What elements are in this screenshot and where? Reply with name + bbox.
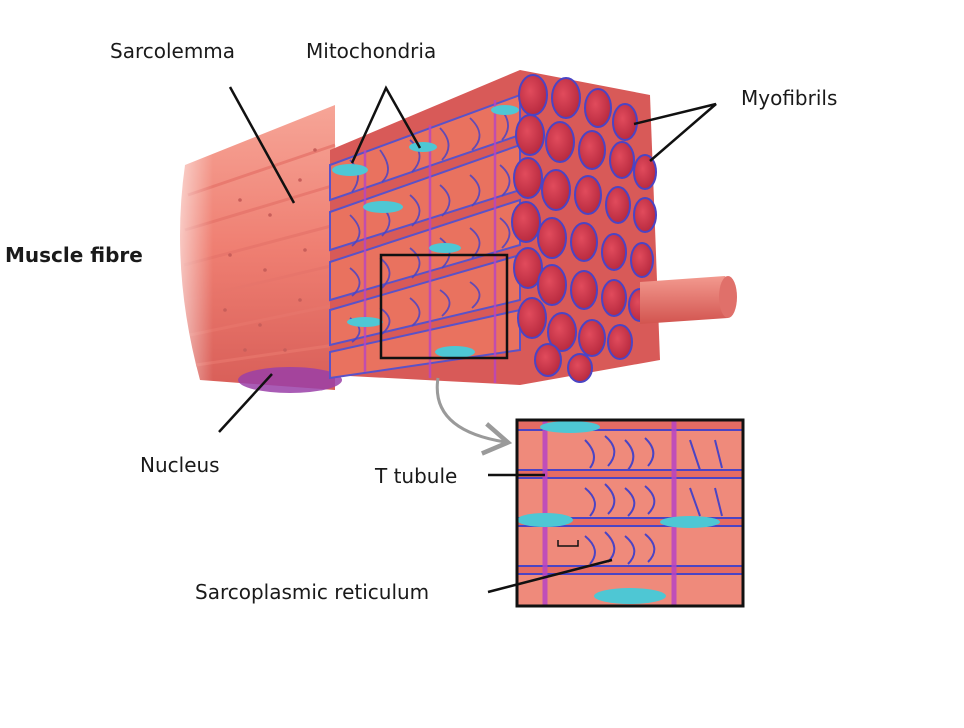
nucleus-leader (218, 373, 273, 433)
sarcolemma-body (150, 90, 342, 410)
label-mitochondria: Mitochondria (306, 39, 437, 63)
label-myofibrils: Myofibrils (741, 86, 838, 110)
mitochondria-leader (350, 85, 422, 164)
myofibril-bundle (329, 70, 737, 385)
label-nucleus: Nucleus (140, 453, 220, 477)
myofibrils-leader (633, 102, 717, 162)
label-muscle-fibre: Muscle fibre (5, 243, 143, 267)
zoom-source-box (379, 253, 509, 360)
reticulum-bracket (557, 540, 579, 547)
sarcoplasmic-reticulum-leader (487, 558, 613, 594)
sarcolemma-leader (228, 86, 296, 204)
label-t-tubule: T tubule (375, 464, 458, 488)
zoom-inset (515, 418, 745, 608)
zoom-arrow (435, 377, 513, 456)
label-sarcoplasmic-reticulum: Sarcoplasmic reticulum (195, 580, 430, 604)
leader-lines (218, 85, 717, 594)
label-sarcolemma: Sarcolemma (110, 39, 236, 63)
